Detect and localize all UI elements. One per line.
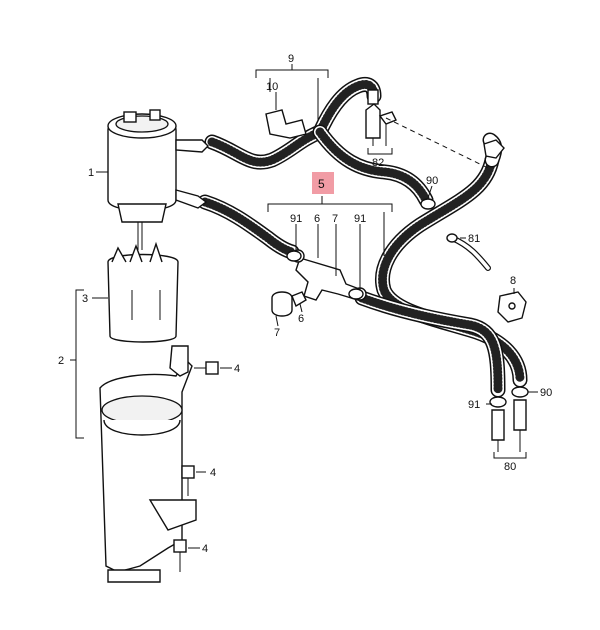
label-10: 10 xyxy=(266,81,278,93)
hose-filter-upper xyxy=(204,124,328,170)
label-7-bottom: 7 xyxy=(274,327,280,339)
label-2: 2 xyxy=(58,355,64,367)
label-91-left: 91 xyxy=(290,213,302,225)
label-82: 82 xyxy=(372,157,384,169)
hose-clip-10 xyxy=(265,109,307,139)
leader-lines xyxy=(92,92,538,549)
connector-top-right xyxy=(483,139,505,159)
bracket-lines xyxy=(70,64,527,459)
label-1: 1 xyxy=(88,167,94,179)
label-6-top: 6 xyxy=(314,213,320,225)
hose-9-upper xyxy=(312,77,382,140)
hose-group xyxy=(197,77,528,398)
label-4-upper: 4 xyxy=(234,363,240,375)
check-valve xyxy=(271,291,307,317)
callout-labels: 1 3 2 4 4 4 9 10 5 91 6 7 91 7 6 82 90 8… xyxy=(58,53,552,555)
label-9: 9 xyxy=(288,53,294,65)
bolt-lower xyxy=(173,539,187,572)
label-81: 81 xyxy=(468,233,480,245)
label-5: 5 xyxy=(318,177,325,191)
clamp-90-upper xyxy=(420,198,436,210)
label-90-upper: 90 xyxy=(426,175,438,187)
label-91-lower: 91 xyxy=(468,399,480,411)
filter-bracket xyxy=(99,345,197,583)
connector-82 xyxy=(365,89,397,146)
label-4-lower: 4 xyxy=(202,543,208,555)
label-3: 3 xyxy=(82,293,88,305)
label-7-top: 7 xyxy=(332,213,338,225)
highlight-box xyxy=(312,172,334,194)
label-6-bottom: 6 xyxy=(298,313,304,325)
label-8: 8 xyxy=(510,275,516,287)
hose-filter-lower xyxy=(197,194,300,260)
filter-holder xyxy=(107,241,179,343)
bolt-upper xyxy=(194,361,219,375)
label-90-lower: 90 xyxy=(540,387,552,399)
hose-9-lower xyxy=(312,124,434,208)
bolt-middle xyxy=(181,465,195,496)
holder-8 xyxy=(497,291,527,323)
label-91-right: 91 xyxy=(354,213,366,225)
fuel-filter xyxy=(107,109,209,250)
clamp-91-left xyxy=(286,250,302,262)
label-4-middle: 4 xyxy=(210,467,216,479)
label-80: 80 xyxy=(504,461,516,473)
connector-80 xyxy=(489,386,529,452)
hose-tee-right xyxy=(354,290,506,398)
clamp-pipe-81 xyxy=(446,233,458,243)
clamp-91-right xyxy=(348,288,364,300)
